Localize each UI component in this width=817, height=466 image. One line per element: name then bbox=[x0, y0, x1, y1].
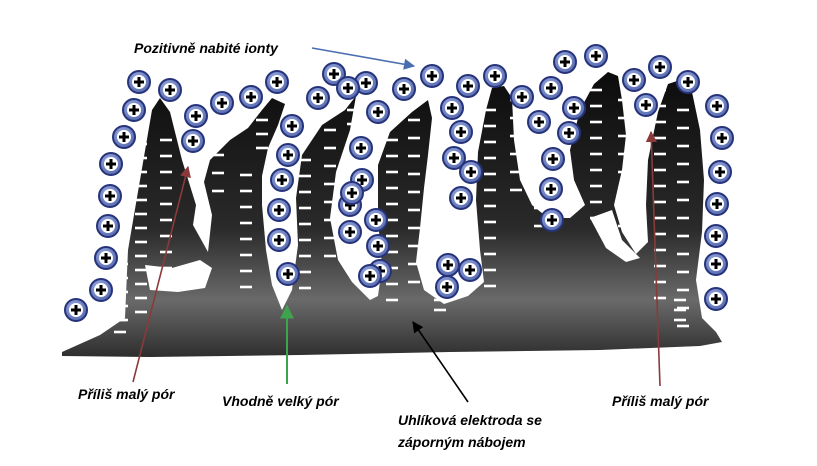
positive-ion-icon bbox=[112, 125, 136, 149]
positive-ion-icon bbox=[89, 278, 113, 302]
positive-ion-icon bbox=[158, 78, 182, 102]
positive-ion-icon bbox=[265, 70, 289, 94]
positive-ion-icon bbox=[584, 44, 608, 68]
positive-ion-icon bbox=[270, 168, 294, 192]
positive-ion-icon bbox=[280, 114, 304, 138]
positive-ion-icon bbox=[420, 64, 444, 88]
electrode-label-line2: záporným nábojem bbox=[398, 434, 526, 450]
positive-ion-icon bbox=[648, 55, 672, 79]
positive-ion-icon bbox=[349, 136, 373, 160]
too-small-pore-right-label: Příliš malý pór bbox=[612, 393, 709, 409]
electrode-arrow bbox=[412, 321, 469, 403]
positive-ion-icon bbox=[210, 91, 234, 115]
positive-ion-icon bbox=[276, 143, 300, 167]
positive-ion-icon bbox=[364, 208, 388, 232]
positive-ion-icon bbox=[705, 94, 729, 118]
positive-ion-icon bbox=[539, 76, 563, 100]
too-small-pore-left-label: Příliš malý pór bbox=[78, 386, 175, 402]
positive-ion-icon bbox=[96, 214, 120, 238]
positive-ion-icon bbox=[276, 262, 300, 286]
positive-ion-icon bbox=[704, 287, 728, 311]
positive-ion-icon bbox=[557, 121, 581, 145]
positive-ion-icon bbox=[181, 129, 205, 153]
positive-ion-icon bbox=[340, 181, 364, 205]
positive-ion-icon bbox=[553, 50, 577, 74]
positive-ion-icon bbox=[541, 147, 565, 171]
positive-ion-icon bbox=[540, 208, 564, 232]
positive-ion-icon bbox=[322, 62, 346, 86]
positive-ion-icon bbox=[127, 70, 151, 94]
positive-ion-icon bbox=[98, 184, 122, 208]
positive-ion-icon bbox=[458, 258, 482, 282]
positive-ion-icon bbox=[704, 224, 728, 248]
positive-ion-icon bbox=[449, 120, 473, 144]
positive-ion-icon bbox=[338, 220, 362, 244]
positive-ion-icon bbox=[267, 198, 291, 222]
positive-ion-icon bbox=[676, 70, 700, 94]
small-pore-left-arrow bbox=[132, 165, 191, 383]
positive-ion-icon bbox=[710, 126, 734, 150]
positive-ion-icon bbox=[436, 253, 460, 277]
positive-ion-icon bbox=[622, 68, 646, 92]
positive-ion-icon bbox=[527, 110, 551, 134]
positive-ion-icon bbox=[184, 104, 208, 128]
positive-ion-icon bbox=[442, 146, 466, 170]
electrode-label-line1: Uhlíková elektroda se bbox=[398, 412, 542, 428]
positive-ion-icon bbox=[705, 192, 729, 216]
positive-ion-icon bbox=[267, 228, 291, 252]
positive-ion-icon bbox=[122, 98, 146, 122]
positive-ion-icon bbox=[435, 275, 459, 299]
positive-ion-icon bbox=[392, 77, 416, 101]
positive-ion-icon bbox=[539, 177, 563, 201]
ions-label-arrow bbox=[311, 47, 416, 70]
positive-ion-icon bbox=[99, 152, 123, 176]
positive-ion-icon bbox=[64, 298, 88, 322]
positive-ion-icon bbox=[634, 93, 658, 117]
positive-ion-icon bbox=[483, 64, 507, 88]
small-pore-right-arrow bbox=[645, 130, 661, 387]
positive-ion-icon bbox=[336, 76, 360, 100]
negative-charges bbox=[114, 88, 689, 334]
positive-ion-icon bbox=[366, 100, 390, 124]
positive-ion-icon bbox=[94, 246, 118, 270]
positive-ions-label: Pozitivně nabité ionty bbox=[134, 40, 278, 56]
positive-ion-icon bbox=[459, 160, 483, 184]
positive-ion-icon bbox=[449, 186, 473, 210]
positive-ion-icon bbox=[366, 234, 390, 258]
positive-ion-icon bbox=[704, 252, 728, 276]
positive-ion-icon bbox=[354, 71, 378, 95]
positive-ion-icon bbox=[510, 85, 534, 109]
positive-ion-icon bbox=[708, 160, 732, 184]
suitable-pore-label: Vhodně velký pór bbox=[222, 393, 339, 409]
positive-ion-icon bbox=[306, 86, 330, 110]
positive-ions bbox=[64, 44, 734, 322]
positive-ion-icon bbox=[456, 74, 480, 98]
pore-cavity bbox=[590, 210, 640, 262]
positive-ion-icon bbox=[440, 96, 464, 120]
carbon-electrode bbox=[62, 72, 722, 357]
positive-ion-icon bbox=[239, 85, 263, 109]
positive-ion-icon bbox=[562, 96, 586, 120]
positive-ion-icon bbox=[358, 264, 382, 288]
